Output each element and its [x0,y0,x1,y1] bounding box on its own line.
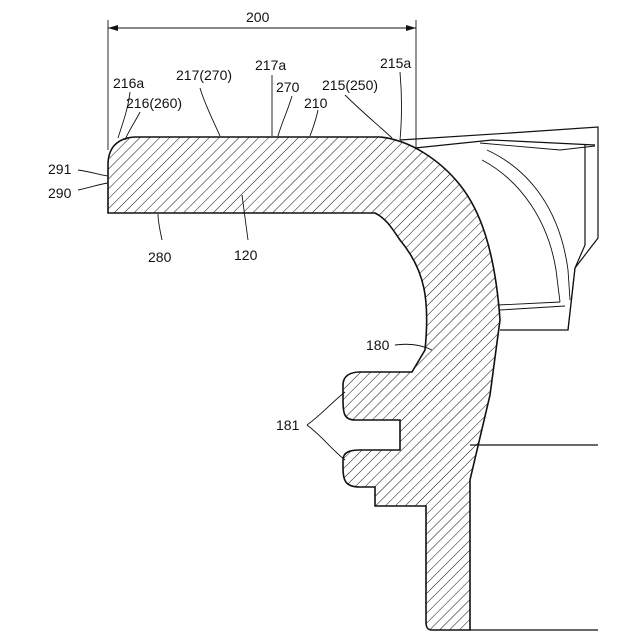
label-120: 120 [234,247,258,263]
label-217-270: 217(270) [176,67,232,83]
label-181: 181 [276,417,300,433]
label-270: 270 [276,79,300,95]
label-216a: 216a [113,75,144,91]
label-215a: 215a [380,55,411,71]
label-200: 200 [246,9,270,25]
label-290: 290 [48,185,72,201]
label-217a: 217a [255,57,286,73]
main-section [108,137,500,630]
label-215-250: 215(250) [322,77,378,93]
label-291: 291 [48,161,72,177]
label-210: 210 [304,95,328,111]
label-216-260: 216(260) [126,95,182,111]
label-180: 180 [366,337,390,353]
label-280: 280 [148,249,172,265]
